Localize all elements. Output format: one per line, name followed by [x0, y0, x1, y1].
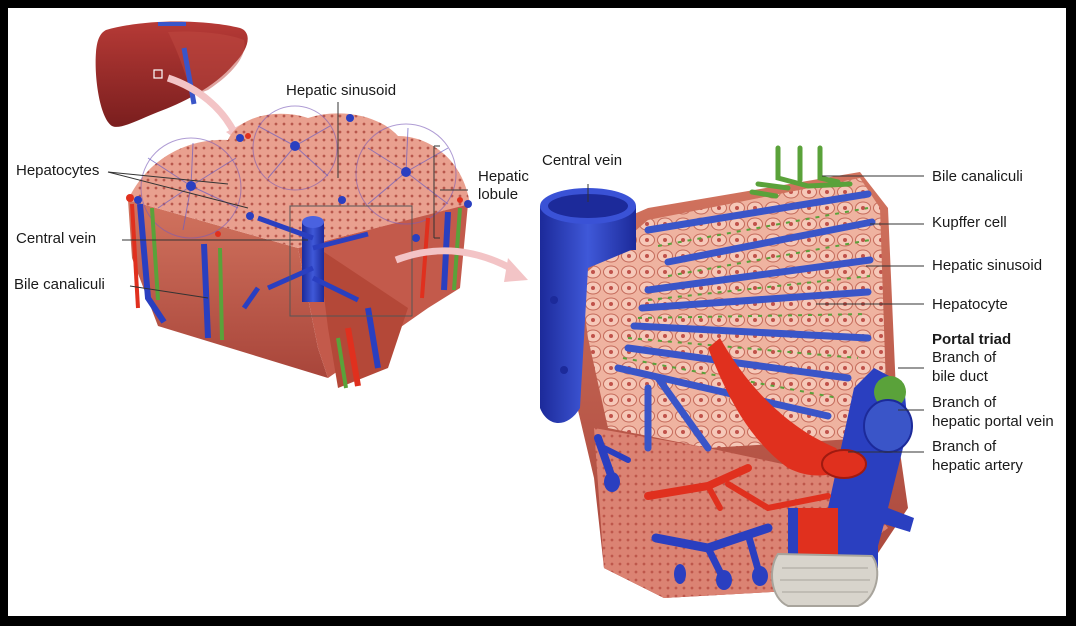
label-central-vein-left: Central vein	[16, 230, 96, 248]
label-branch-bile-duct-line1: Branch of	[932, 349, 996, 367]
label-branch-artery-line1: Branch of	[932, 438, 996, 456]
label-central-vein-right: Central vein	[542, 152, 622, 170]
label-branch-portal-vein-line1: Branch of	[932, 394, 996, 412]
diagram-frame: Hepatic sinusoid Hepatocytes Hepatic lob…	[8, 8, 1066, 616]
liver-diagram-artwork	[8, 8, 1066, 616]
label-branch-artery-line2: hepatic artery	[932, 457, 1023, 475]
label-hepatic-lobule-line2: lobule	[478, 186, 518, 204]
magnified-lobule-section	[540, 148, 914, 606]
label-branch-portal-vein-line2: hepatic portal vein	[932, 413, 1054, 431]
label-bile-canaliculi-left: Bile canaliculi	[14, 276, 105, 294]
label-hepatic-lobule-line1: Hepatic	[478, 168, 529, 186]
label-kupffer-cell: Kupffer cell	[932, 214, 1007, 232]
hepatic-lobule-block	[126, 106, 472, 388]
liver-organ-illustration	[96, 22, 248, 127]
label-hepatic-sinusoid-left: Hepatic sinusoid	[286, 82, 396, 100]
label-branch-bile-duct-line2: bile duct	[932, 368, 988, 386]
label-bile-canaliculi-right: Bile canaliculi	[932, 168, 1023, 186]
label-hepatic-sinusoid-right: Hepatic sinusoid	[932, 257, 1042, 275]
label-hepatocyte: Hepatocyte	[932, 296, 1008, 314]
label-hepatocytes: Hepatocytes	[16, 162, 99, 180]
label-portal-triad: Portal triad	[932, 331, 1011, 349]
